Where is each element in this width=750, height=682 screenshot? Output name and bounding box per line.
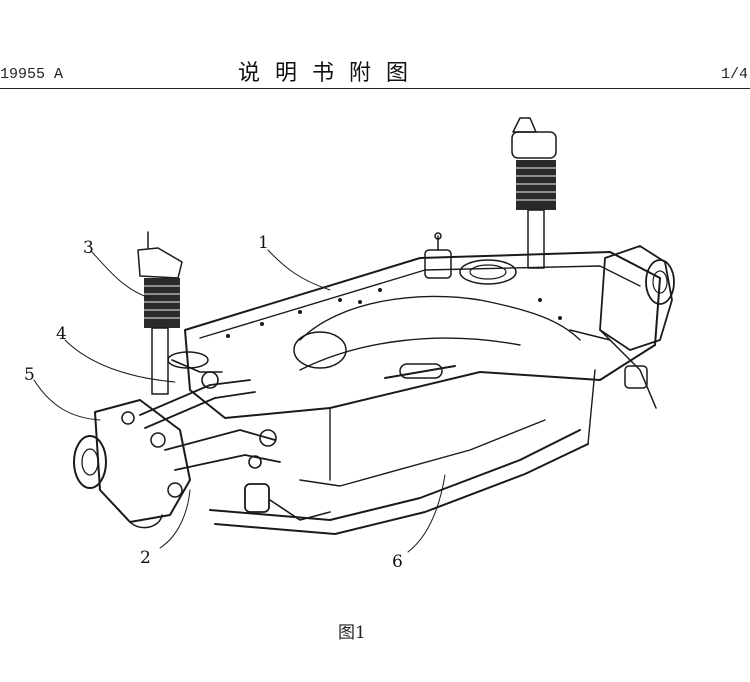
suspension-subframe-drawing: 1 3 4 5 2 6 [24, 117, 675, 572]
subframe-body [184, 232, 661, 419]
reference-numeral-1: 1 [258, 233, 269, 253]
page-title: 说明书附图 [238, 61, 424, 86]
right-shock-absorber [511, 117, 557, 269]
reference-numeral-2: 2 [140, 548, 151, 568]
leader-lines [33, 249, 446, 553]
page-number: 1/4 [720, 66, 748, 83]
figure-caption: 图1 [338, 623, 366, 643]
reference-numeral-5: 5 [24, 365, 35, 385]
right-knuckle [569, 245, 675, 409]
header-divider [0, 88, 750, 89]
reference-numeral-6: 6 [392, 552, 403, 572]
control-arms [139, 351, 331, 521]
left-knuckle [73, 399, 191, 529]
reference-numeral-3: 3 [83, 238, 94, 258]
reference-numeral-4: 4 [56, 324, 67, 344]
left-shock-absorber [137, 231, 183, 395]
front-crossmember [209, 369, 596, 535]
document-number: 19955 A [0, 66, 64, 83]
